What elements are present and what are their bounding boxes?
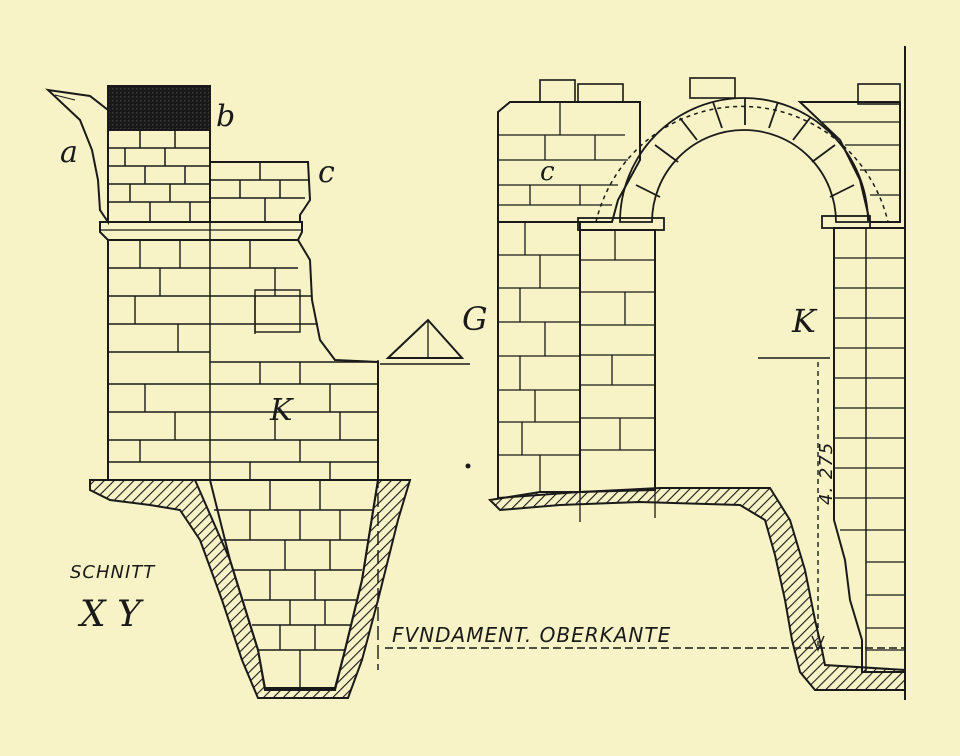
fragment-a <box>45 88 109 226</box>
label-g: G <box>462 300 488 338</box>
label-fundament: FVNDAMENT. OBERKANTE <box>392 623 671 647</box>
main-pier <box>107 239 379 481</box>
label-b: b <box>216 99 235 134</box>
pier-g <box>497 221 581 500</box>
dark-cap-block-b <box>107 85 211 131</box>
label-c-right: c <box>540 157 555 187</box>
ink-dot <box>465 463 471 469</box>
label-a: a <box>60 135 78 170</box>
arch-outline-dashed <box>595 105 889 223</box>
label-c-left: c <box>318 155 335 190</box>
impost-left <box>577 217 665 231</box>
label-k-right: K <box>791 302 818 340</box>
left-section <box>45 85 412 699</box>
label-dimension: 4. 275 <box>816 442 837 505</box>
upper-masonry <box>107 129 211 223</box>
right-elevation <box>487 46 906 700</box>
arch-jamb-left <box>579 229 656 494</box>
damaged-block <box>254 289 301 333</box>
pier-k <box>833 227 906 673</box>
right-ground-hatch <box>487 487 906 691</box>
left-foundation <box>208 479 380 689</box>
dimension-arrow <box>811 635 825 652</box>
label-schnitt: SCHNITT <box>70 562 156 583</box>
arch-voussoirs <box>619 97 869 223</box>
label-xy: X Y <box>77 594 144 635</box>
label-k-left: K <box>269 393 294 428</box>
section-triangle-symbol <box>380 318 470 365</box>
right-wall-mass <box>497 101 641 223</box>
cornice-band <box>99 221 303 241</box>
